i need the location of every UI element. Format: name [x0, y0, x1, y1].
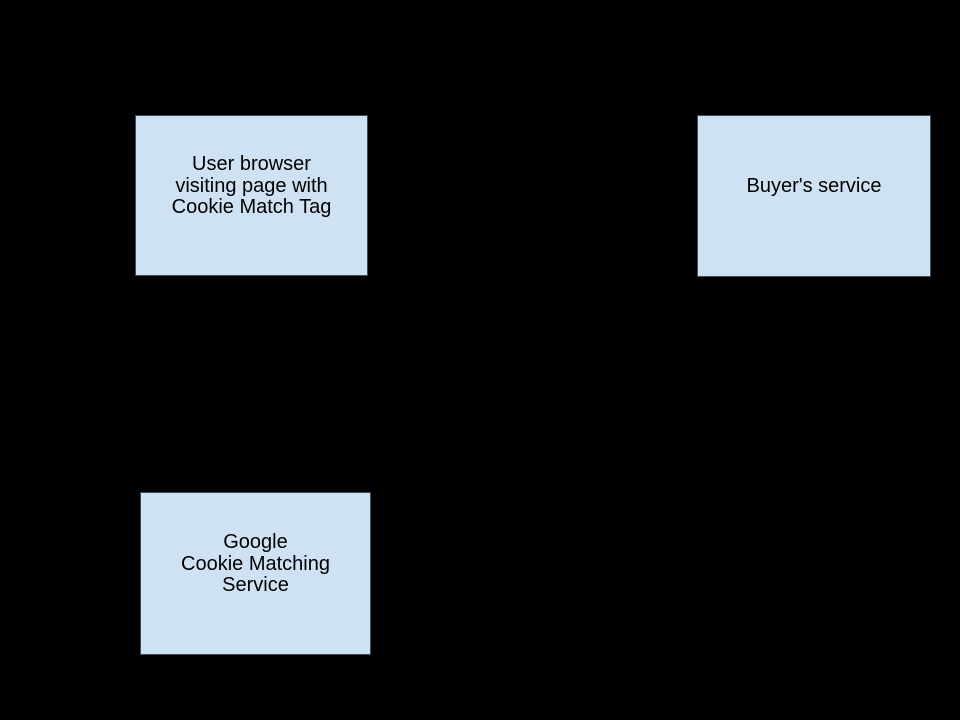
node-google-cookie-matching-service: Google Cookie Matching Service	[140, 492, 371, 655]
node-user-browser-label: User browser visiting page with Cookie M…	[171, 153, 332, 219]
node-buyers-service-label: Buyer's service	[746, 175, 882, 198]
node-buyers-service: Buyer's service	[697, 115, 931, 277]
node-user-browser: User browser visiting page with Cookie M…	[135, 115, 368, 276]
node-google-cookie-matching-service-label: Google Cookie Matching Service	[181, 531, 330, 597]
